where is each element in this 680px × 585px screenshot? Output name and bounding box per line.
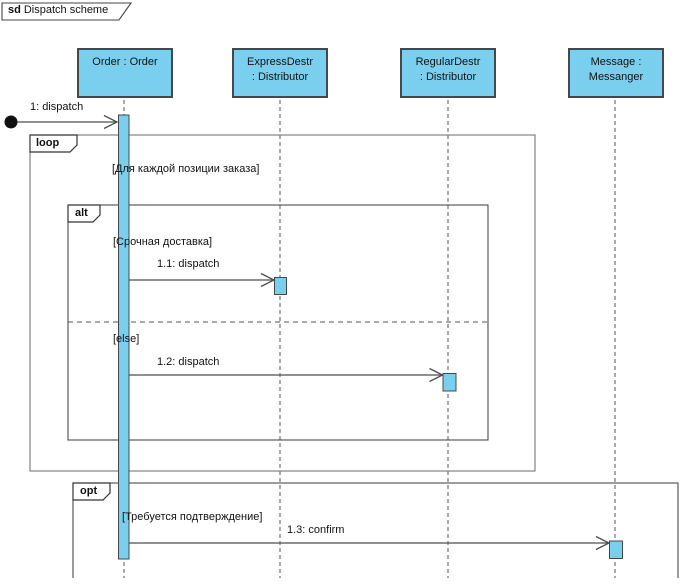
open-arrowhead-icon bbox=[103, 114, 119, 130]
activation-regulardestr[interactable] bbox=[442, 372, 457, 392]
lifeline-label: : Distributor bbox=[251, 71, 309, 83]
lifeline-label: Order : Order bbox=[92, 56, 158, 68]
lifeline-header-message[interactable]: Message : Messanger bbox=[568, 48, 664, 98]
diagram-frame-label-pentagon[interactable] bbox=[1, 2, 133, 21]
lifeline-label: : Distributor bbox=[419, 71, 477, 83]
lifeline-header-regulardestr[interactable]: RegularDestr : Distributor bbox=[400, 48, 496, 98]
open-arrowhead-icon bbox=[260, 272, 276, 288]
opt-operator-pentagon[interactable] bbox=[72, 482, 111, 501]
opt-operator-label: opt bbox=[80, 485, 98, 497]
lifeline-label: Message : bbox=[590, 56, 642, 68]
message-1-1-label: 1.1: dispatch bbox=[157, 258, 220, 270]
message-1-3-confirm-arrow[interactable] bbox=[129, 535, 611, 551]
lifeline-label: Messanger bbox=[588, 71, 644, 83]
lifeline-label: RegularDestr bbox=[415, 56, 481, 68]
loop-operator-label: loop bbox=[36, 137, 60, 149]
found-message-circle bbox=[4, 115, 18, 129]
open-arrowhead-icon bbox=[429, 367, 444, 383]
alt-operator-pentagon[interactable] bbox=[67, 204, 101, 223]
message-1-1-dispatch-arrow[interactable] bbox=[129, 272, 276, 288]
open-arrowhead-icon bbox=[595, 535, 611, 551]
lifeline-header-expressdestr[interactable]: ExpressDestr : Distributor bbox=[232, 48, 328, 98]
message-1-3-label: 1.3: confirm bbox=[287, 524, 345, 536]
lifeline-label: ExpressDestr bbox=[246, 56, 314, 68]
opt-fragment-frame[interactable] bbox=[72, 482, 679, 578]
activation-message[interactable] bbox=[608, 540, 624, 560]
activation-order[interactable] bbox=[117, 114, 130, 560]
message-1-2-dispatch-arrow[interactable] bbox=[129, 367, 444, 383]
alt-operator-label: alt bbox=[75, 207, 88, 219]
message-1-label: 1: dispatch bbox=[30, 101, 84, 113]
loop-guard: [Для каждой позиции заказа] bbox=[112, 163, 260, 175]
opt-guard: [Требуется подтверждение] bbox=[122, 511, 263, 523]
loop-fragment-frame[interactable] bbox=[29, 134, 536, 472]
alt-guard-else: [else] bbox=[113, 333, 140, 345]
activation-expressdestr[interactable] bbox=[273, 276, 288, 296]
lifeline-header-order[interactable]: Order : Order bbox=[77, 48, 173, 98]
alt-guard-express: [Срочная доставка] bbox=[113, 236, 213, 248]
loop-operator-pentagon[interactable] bbox=[29, 134, 78, 153]
diagram-title-keyword: sd bbox=[8, 4, 21, 16]
diagram-title-name: Dispatch scheme bbox=[23, 4, 109, 16]
message-1-dispatch-arrow[interactable] bbox=[4, 114, 119, 130]
message-1-2-label: 1.2: dispatch bbox=[157, 356, 220, 368]
